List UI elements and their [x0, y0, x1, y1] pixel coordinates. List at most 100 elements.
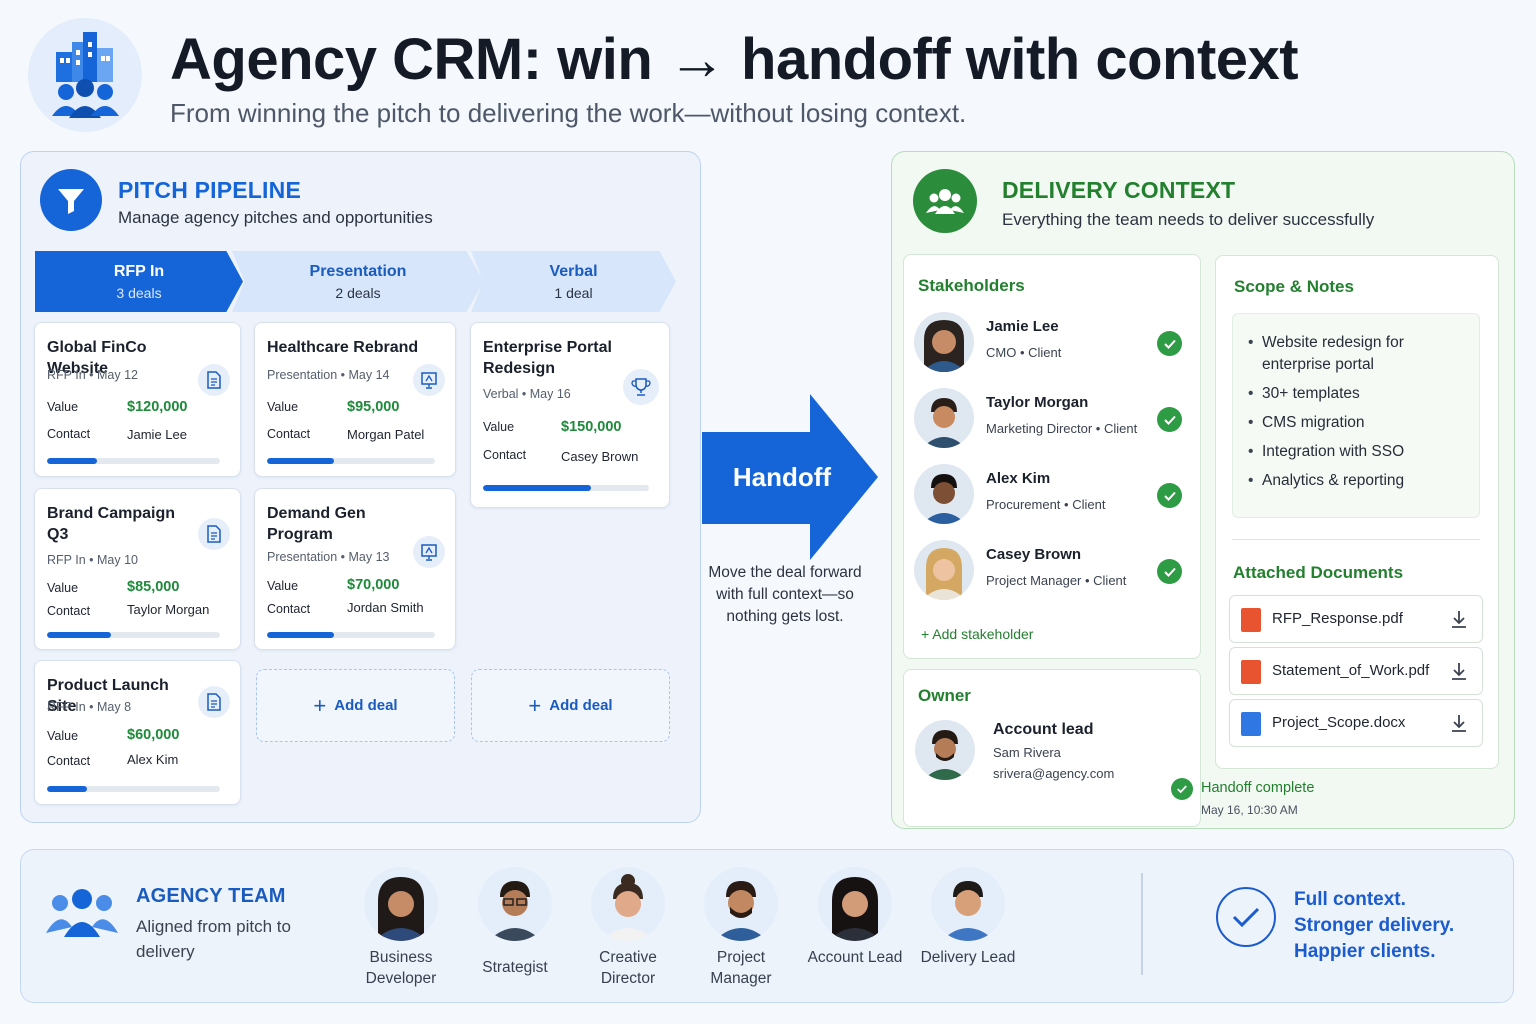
deal-contact: Jordan Smith — [347, 600, 424, 615]
scope-notes-list: Website redesign for enterprise portal 3… — [1246, 332, 1470, 499]
progress-fill — [267, 632, 335, 638]
owner-name: Sam Rivera — [993, 745, 1061, 760]
pdf-file-icon — [1241, 660, 1261, 684]
value-label: Value — [47, 581, 79, 595]
download-icon[interactable] — [1448, 608, 1470, 630]
handoff-status: Handoff complete — [1201, 780, 1315, 796]
stakeholder-role: Project Manager • Client — [986, 573, 1127, 588]
doc-file-icon — [1241, 712, 1261, 736]
team-member-role: Delivery Lead — [920, 949, 1016, 966]
stakeholder-row[interactable]: Casey Brown Project Manager • Client — [914, 540, 1188, 602]
avatar — [914, 540, 974, 600]
deal-card-enterprise-portal[interactable]: Enterprise Portal Redesign Verbal • May … — [470, 322, 670, 508]
avatar — [818, 867, 892, 941]
stakeholder-name: Jamie Lee — [986, 318, 1059, 335]
plus-icon: + — [528, 692, 542, 718]
deal-title: Healthcare Rebrand — [267, 339, 419, 356]
deal-card-global-finco[interactable]: Global FinCo Website RFP In • May 12 Val… — [34, 322, 241, 477]
contact-label: Contact — [267, 602, 311, 616]
deal-meta: Presentation • May 13 — [267, 550, 390, 564]
deal-title: Product Launch Site — [47, 677, 169, 715]
team-member-role: Strategist — [482, 959, 548, 976]
contact-label: Contact — [47, 427, 91, 441]
agency-team-buildings-icon — [52, 32, 119, 118]
avatar — [914, 464, 974, 524]
add-deal-label: Add deal — [549, 697, 613, 714]
deal-card-product-launch[interactable]: Product Launch Site RFP In • May 8 Value… — [34, 660, 241, 805]
avatar — [591, 867, 665, 941]
document-row-statement-of-work[interactable]: Statement_of_Work.pdf — [1229, 647, 1483, 695]
avatar — [364, 867, 438, 941]
check-icon — [1157, 483, 1182, 508]
stakeholder-row[interactable]: Jamie Lee CMO • Client — [914, 312, 1188, 374]
header-logo — [28, 18, 142, 132]
deal-value: $85,000 — [127, 579, 180, 595]
value-label: Value — [47, 729, 79, 743]
avatar — [931, 867, 1005, 941]
stage-tab-rfp-in[interactable]: RFP In 3 deals — [35, 251, 243, 312]
divider — [1232, 539, 1480, 540]
check-icon — [1157, 559, 1182, 584]
contact-label: Contact — [47, 754, 91, 768]
avatar — [704, 867, 778, 941]
document-row-project-scope[interactable]: Project_Scope.docx — [1229, 699, 1483, 747]
add-deal-button-verbal[interactable]: + Add deal — [471, 669, 670, 742]
stakeholder-role: Marketing Director • Client — [986, 421, 1138, 436]
avatar — [478, 867, 552, 941]
scope-item: Integration with SSO — [1246, 441, 1470, 463]
deal-card-demand-gen[interactable]: Demand Gen Program Presentation • May 13… — [254, 488, 456, 650]
progress-fill — [483, 485, 591, 491]
value-label: Value — [267, 579, 299, 593]
deal-progress-bar — [47, 458, 220, 464]
avatar — [914, 388, 974, 448]
deal-meta: Verbal • May 16 — [483, 387, 571, 401]
people-group-icon — [46, 889, 118, 937]
stakeholder-role: CMO • Client — [986, 345, 1062, 360]
document-icon — [198, 518, 230, 550]
deal-progress-bar — [47, 786, 220, 792]
handoff-arrow-icon[interactable] — [700, 394, 882, 560]
stage-tab-presentation[interactable]: Presentation 2 deals — [232, 251, 484, 312]
trophy-icon — [623, 369, 659, 405]
checkmark-circle-icon — [1216, 887, 1276, 947]
add-stakeholder-button[interactable]: + Add stakeholder — [921, 626, 1034, 642]
document-name: Project_Scope.docx — [1272, 714, 1406, 731]
value-label: Value — [47, 400, 79, 414]
document-row-rfp-response[interactable]: RFP_Response.pdf — [1229, 595, 1483, 643]
download-icon[interactable] — [1448, 712, 1470, 734]
owner-role: Account lead — [993, 721, 1094, 738]
plus-icon: + — [313, 692, 327, 718]
deal-meta: RFP In • May 8 — [47, 700, 132, 714]
attached-documents-title: Attached Documents — [1233, 563, 1404, 582]
stage-tab-verbal[interactable]: Verbal 1 deal — [471, 251, 676, 312]
deal-progress-bar — [267, 632, 435, 638]
stakeholders-title: Stakeholders — [918, 276, 1025, 295]
contact-label: Contact — [483, 448, 527, 462]
owner-email[interactable]: srivera@agency.com — [993, 766, 1115, 781]
deal-contact: Jamie Lee — [127, 427, 187, 442]
deal-progress-bar — [47, 632, 220, 638]
deal-progress-bar — [267, 458, 435, 464]
scope-item: Analytics & reporting — [1246, 470, 1470, 492]
team-member-role: Account Lead — [807, 949, 903, 966]
progress-fill — [47, 632, 111, 638]
deal-value: $120,000 — [127, 399, 188, 415]
stakeholder-row[interactable]: Alex Kim Procurement • Client — [914, 464, 1188, 526]
deal-card-healthcare-rebrand[interactable]: Healthcare Rebrand Presentation • May 14… — [254, 322, 456, 477]
page-title: Agency CRM: win → handoff with context — [170, 27, 1299, 92]
download-icon[interactable] — [1448, 660, 1470, 682]
presentation-icon — [413, 364, 445, 396]
deal-card-brand-campaign[interactable]: Brand Campaign Q3 RFP In • May 10 Value … — [34, 488, 241, 650]
add-deal-button-presentation[interactable]: + Add deal — [256, 669, 455, 742]
funnel-icon — [40, 169, 102, 231]
deal-title: Enterprise Portal Redesign — [483, 339, 612, 377]
deal-meta: RFP In • May 10 — [47, 553, 138, 567]
progress-fill — [47, 786, 87, 792]
presentation-icon — [413, 536, 445, 568]
pdf-file-icon — [1241, 608, 1261, 632]
contact-label: Contact — [47, 604, 91, 618]
handoff-description: Move the deal forward with full context—… — [708, 564, 862, 625]
stage-name: RFP In — [113, 262, 165, 280]
stakeholder-row[interactable]: Taylor Morgan Marketing Director • Clien… — [914, 388, 1188, 450]
avatar — [914, 312, 974, 372]
